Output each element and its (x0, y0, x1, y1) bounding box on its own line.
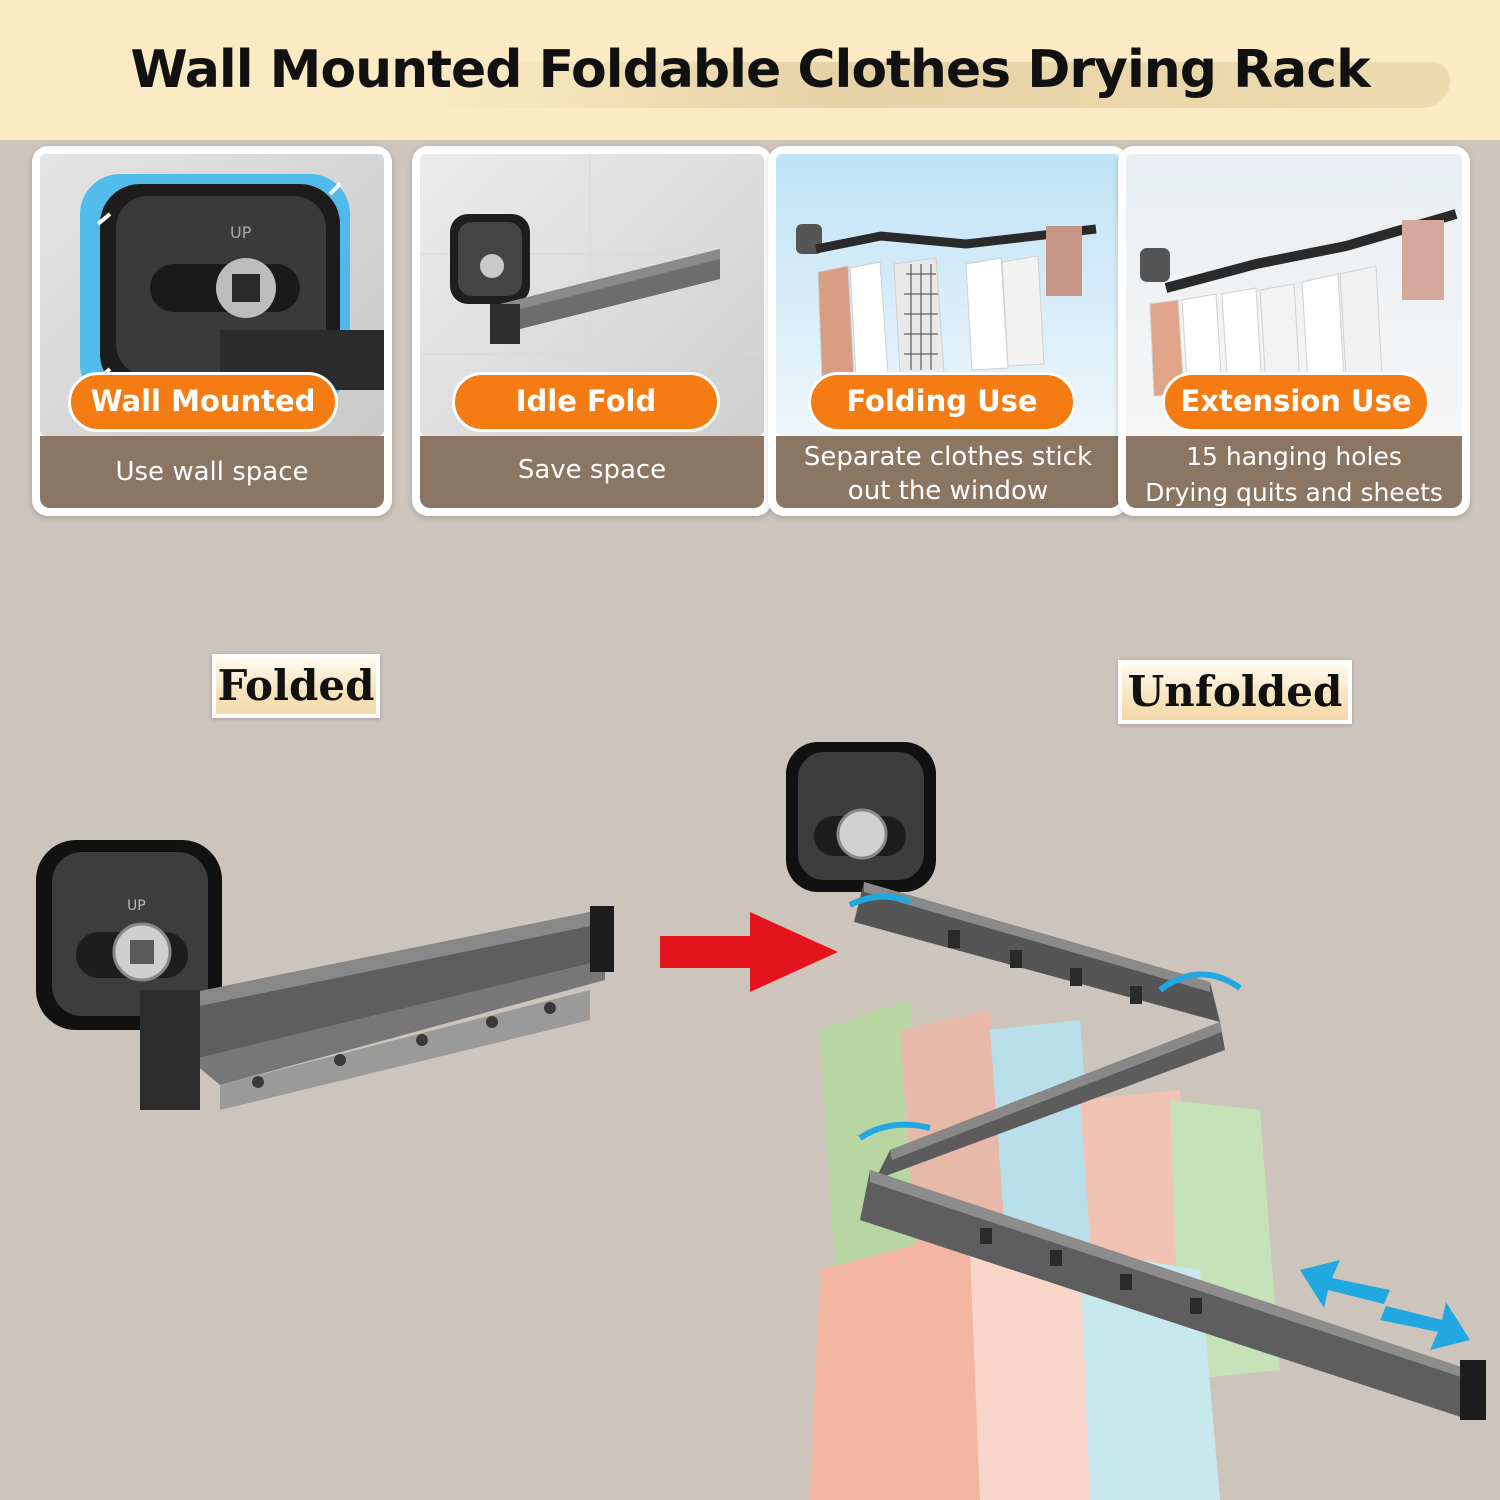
mount-plate-closeup-illustration: UP (80, 174, 384, 404)
feature-card-folding-use: Separate clothes stick out the window Fo… (768, 146, 1128, 516)
feature-pill-label: Wall Mounted (68, 372, 338, 432)
caption-line: Save space (517, 455, 667, 485)
folded-rack-on-wall-illustration (420, 154, 764, 436)
feature-pill-label: Idle Fold (452, 372, 720, 432)
caption-line: Use wall space (115, 457, 309, 487)
feature-pill-label: Extension Use (1162, 372, 1430, 432)
unfolded-label: Unfolded (1118, 660, 1352, 724)
feature-card-wall-mounted: UP Use wall space Wall Mounted (32, 146, 392, 516)
caption-bar: Save space (420, 436, 764, 508)
folding-use-illustration (796, 224, 1097, 381)
extension-use-illustration (1140, 209, 1458, 397)
unfolded-rack-illustration (786, 742, 1486, 1500)
folded-rack-illustration: UP (36, 840, 614, 1110)
page-title: Wall Mounted Foldable Clothes Drying Rac… (130, 40, 1370, 100)
feature-card-idle-fold: Save space Idle Fold (412, 146, 772, 516)
feature-pill-label: Folding Use (808, 372, 1076, 432)
caption-line: 15 hanging holes (1186, 442, 1402, 471)
feature-card-extension-use: 15 hanging holes Drying quits and sheets… (1118, 146, 1470, 516)
caption-bar: Use wall space (40, 436, 384, 508)
caption-line: Drying quits and sheets (1145, 478, 1443, 507)
caption-line: Separate clothes stick (803, 442, 1093, 472)
extension-double-arrow-icon (1300, 1260, 1470, 1350)
mount-plate-up-label: UP (127, 898, 146, 914)
svg-text:UP: UP (230, 223, 252, 242)
caption-line: out the window (847, 476, 1049, 506)
rotation-arrows-icon (848, 893, 1242, 1141)
folded-label: Folded (212, 654, 380, 718)
caption-bar: Separate clothes stick out the window (776, 436, 1120, 508)
transition-arrow-icon (660, 912, 838, 992)
banner-wavy-edge (0, 118, 1500, 138)
caption-bar: 15 hanging holes Drying quits and sheets (1126, 436, 1462, 508)
